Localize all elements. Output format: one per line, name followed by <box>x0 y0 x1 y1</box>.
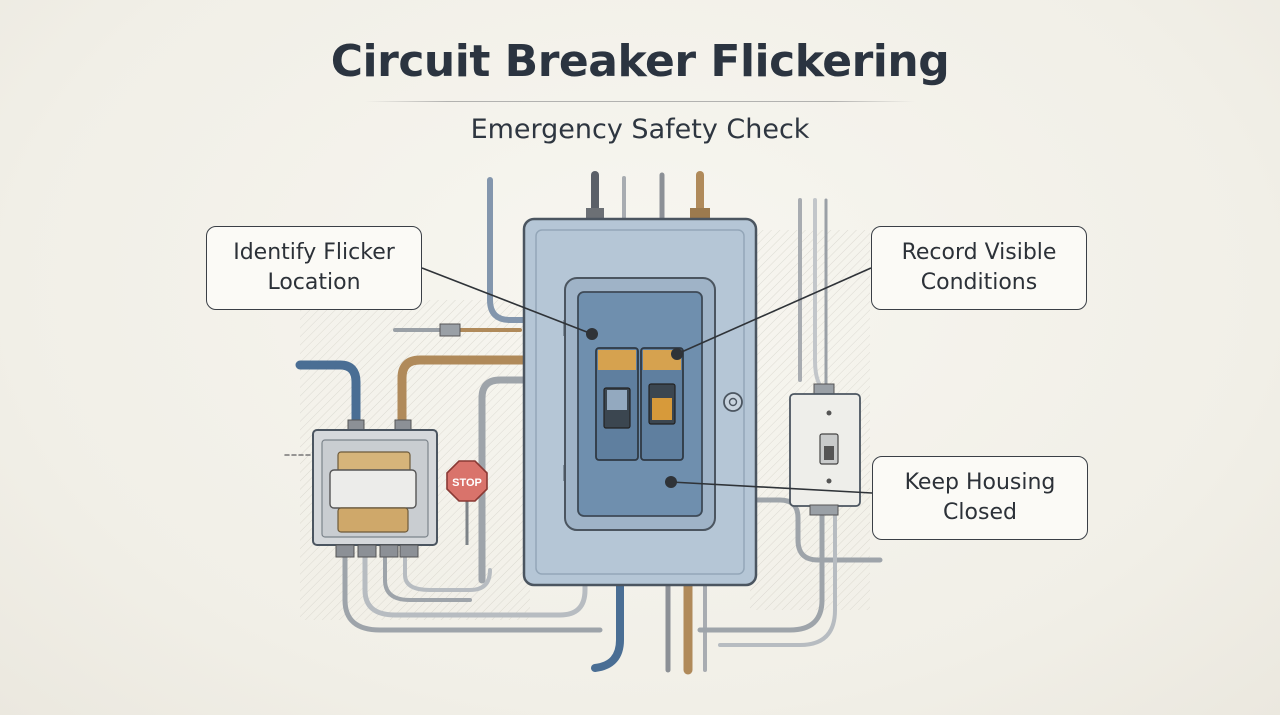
stop-sign: STOP <box>446 460 488 545</box>
page-title: Circuit Breaker Flickering <box>330 36 950 87</box>
leader-identify <box>421 267 593 335</box>
wall-switch <box>789 383 861 516</box>
stop-sign-label: STOP <box>452 477 482 489</box>
leader-record <box>676 267 872 355</box>
anchor-keep <box>665 476 677 488</box>
callout-record-text: Record Visible Conditions <box>901 240 1057 295</box>
anchor-identify <box>586 328 598 340</box>
junction-box <box>312 419 438 558</box>
callout-identify-text: Identify Flicker Location <box>233 240 395 295</box>
breaker-switches <box>595 347 684 461</box>
callout-keep-closed: Keep Housing Closed <box>872 456 1088 540</box>
title-divider <box>365 101 915 102</box>
callout-identify-flicker: Identify Flicker Location <box>206 226 422 310</box>
wiring <box>284 171 883 675</box>
callout-leaders <box>421 267 873 494</box>
callout-keep-text: Keep Housing Closed <box>904 470 1056 525</box>
breaker-panel <box>522 208 758 587</box>
anchor-record <box>671 348 683 360</box>
callout-anchors <box>586 328 683 488</box>
page-subtitle: Emergency Safety Check <box>470 114 810 145</box>
leader-keep <box>670 481 873 494</box>
callout-record-conditions: Record Visible Conditions <box>871 226 1087 310</box>
